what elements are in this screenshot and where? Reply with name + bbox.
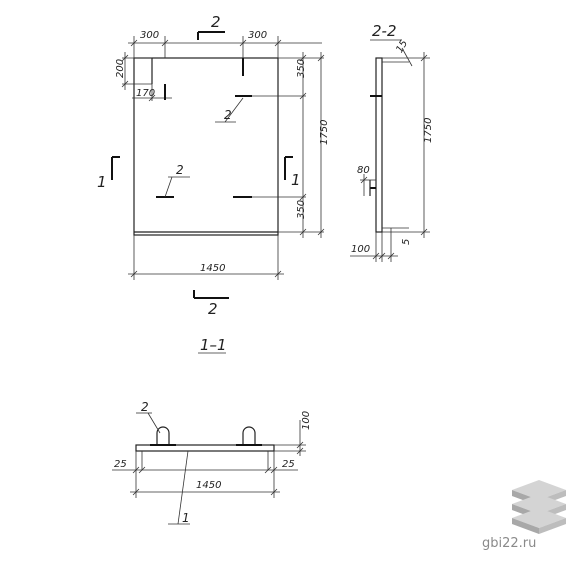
dim-1450-plan: 1450 xyxy=(200,263,225,274)
section-1-right-label: 1 xyxy=(291,171,301,189)
section-2-bottom-label: 2 xyxy=(208,300,218,318)
stacked-slabs-logo-icon xyxy=(512,480,566,534)
section-2-top-label: 2 xyxy=(211,13,221,31)
callout-2-upper: 2 xyxy=(224,108,232,122)
dim-1750-section: 1750 xyxy=(423,118,434,143)
dim-350-top: 350 xyxy=(296,59,307,78)
watermark-text: gbi22.ru xyxy=(482,536,537,551)
callout-2-section: 2 xyxy=(141,400,149,414)
dim-300-left: 300 xyxy=(140,30,159,41)
section-2-2-title: 2-2 xyxy=(372,22,397,40)
dim-350-bottom: 350 xyxy=(296,200,307,219)
dim-170: 170 xyxy=(136,88,155,99)
slab-outline xyxy=(133,57,279,236)
callout-2-upper-leader xyxy=(224,97,244,123)
slab-section-profile xyxy=(135,444,275,452)
lifting-loop-left xyxy=(156,426,170,445)
dim-200: 200 xyxy=(115,59,126,78)
callout-2-lower-leader xyxy=(164,176,173,198)
dim-5: 5 xyxy=(401,239,412,245)
dim-300-right: 300 xyxy=(248,30,267,41)
dim-1450-section: 1450 xyxy=(196,480,221,491)
section-1-1-view: 1–1 2 100 25 25 145 xyxy=(112,336,312,525)
callout-1-leader xyxy=(177,450,189,525)
plan-view: 300 300 2 200 170 2 2 xyxy=(97,13,330,318)
section-1-1-title: 1–1 xyxy=(200,336,227,354)
dim-15: 15 xyxy=(394,38,410,55)
slab-profile xyxy=(375,57,383,233)
dim-80: 80 xyxy=(357,165,370,176)
callout-2-lower: 2 xyxy=(176,163,184,177)
dim-100-section11: 100 xyxy=(301,411,312,430)
dim-100-section22: 100 xyxy=(351,244,370,255)
dim-1750-plan: 1750 xyxy=(319,120,330,145)
dim-25-right: 25 xyxy=(282,459,295,470)
callout-2-section-leader xyxy=(147,412,161,434)
callout-1: 1 xyxy=(182,511,190,525)
dim-25-left: 25 xyxy=(114,459,127,470)
section-2-2-view: 2-2 15 1750 80 100 5 xyxy=(350,22,434,262)
lifting-loop-right xyxy=(242,426,256,445)
section-1-left-label: 1 xyxy=(97,173,107,191)
